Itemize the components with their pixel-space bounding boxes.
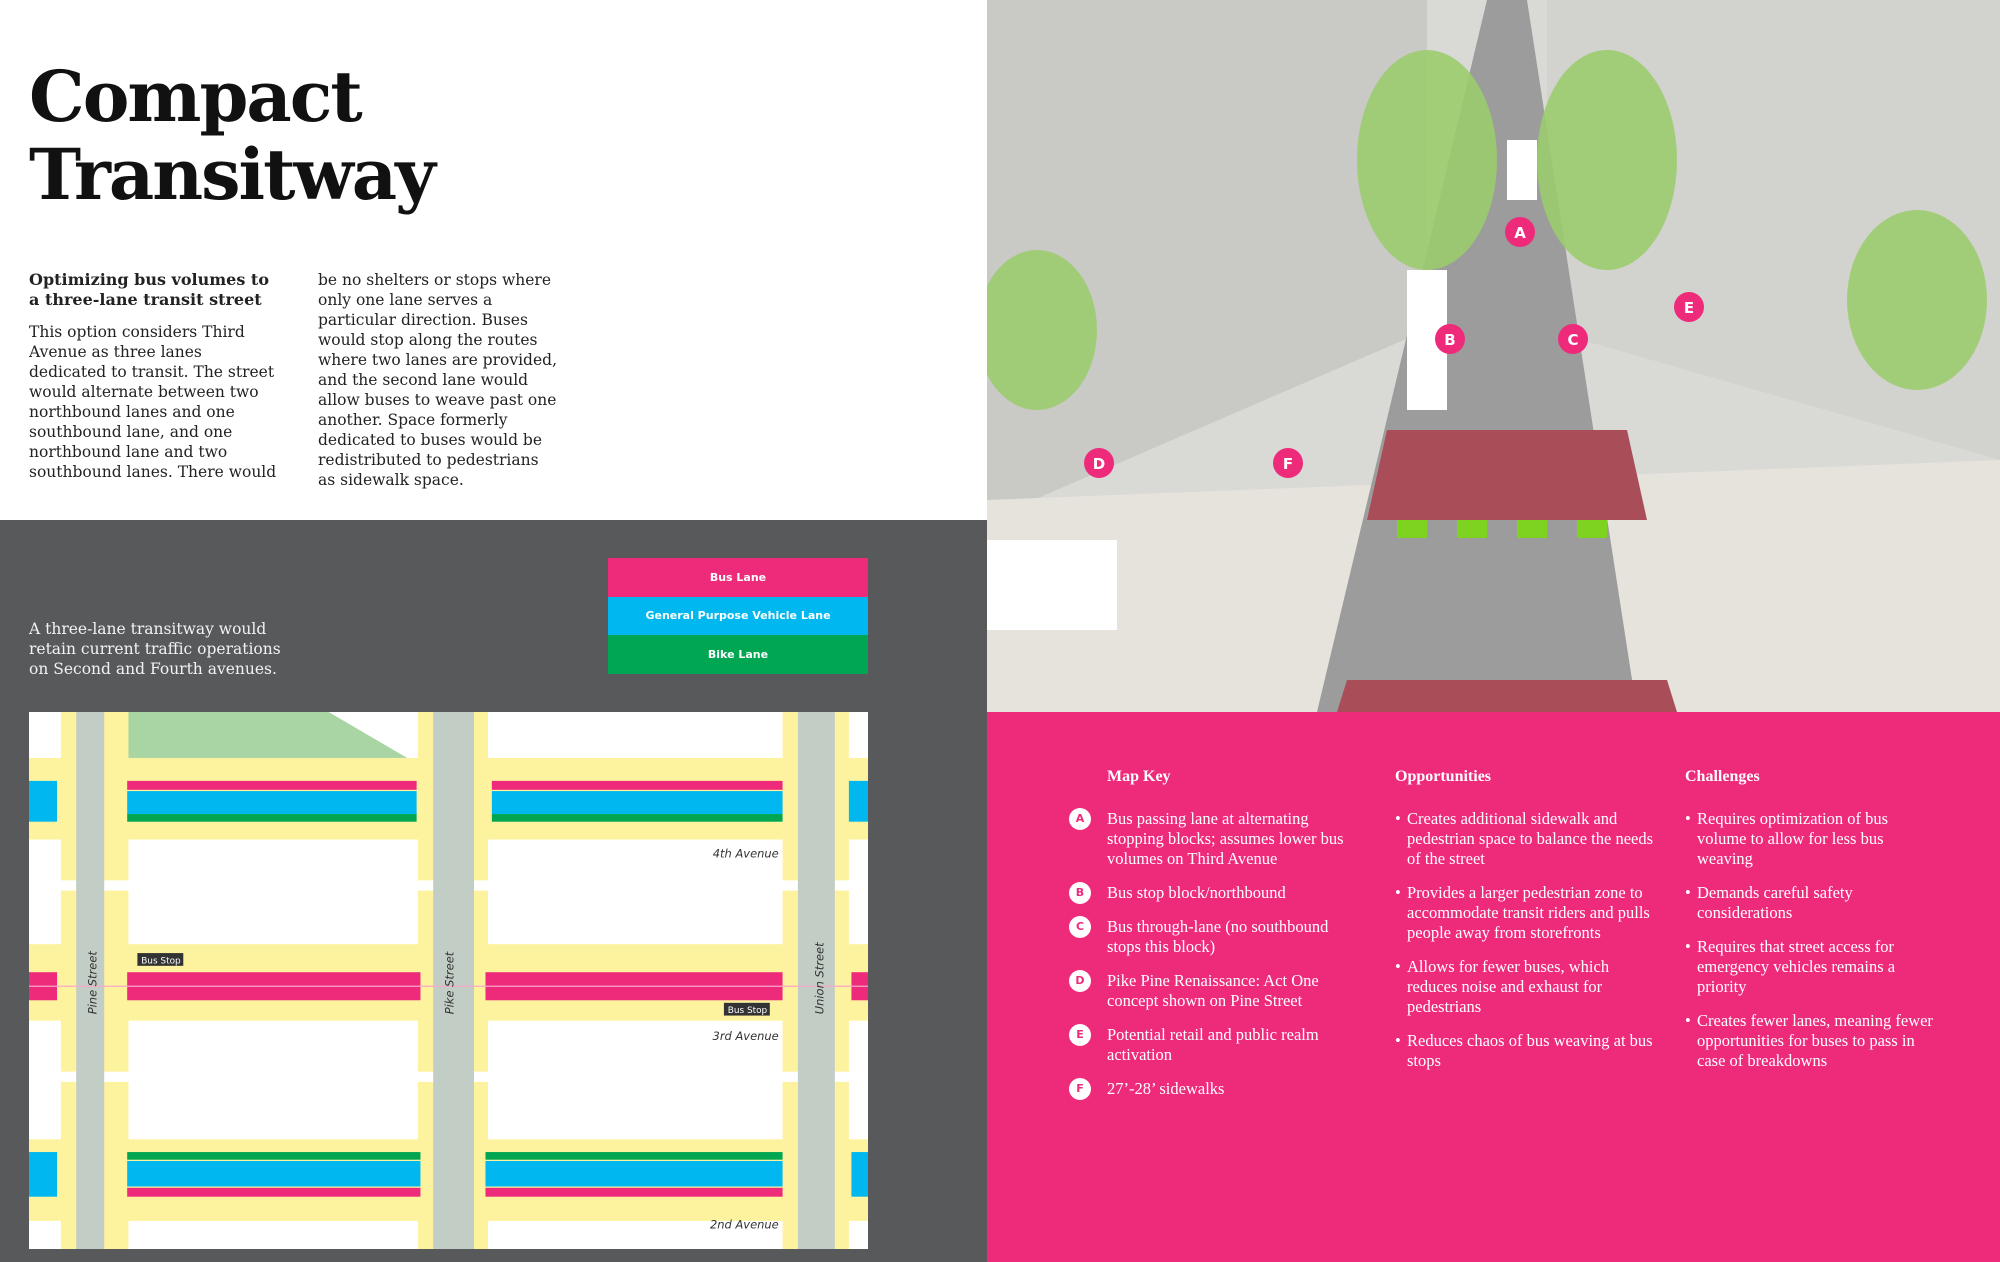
map-key-heading: Map Key — [1107, 768, 1171, 785]
badge-b: B — [1069, 882, 1091, 904]
map-key-item: D Pike Pine Renaissance: Act One concept … — [1069, 970, 1347, 1011]
challenge-item: Creates fewer lanes, meaning fewer oppor… — [1685, 1011, 1940, 1071]
marker-f: F — [1283, 455, 1293, 473]
title-line-1: Compact — [29, 55, 363, 138]
2nd-avenue-lanes — [29, 1152, 868, 1197]
opportunities: Opportunities Creates additional sidewal… — [1395, 767, 1655, 1085]
marker-d: D — [1093, 455, 1105, 473]
challenges-heading: Challenges — [1685, 768, 1760, 785]
map-key-text: Potential retail and public realm activa… — [1107, 1025, 1319, 1064]
legend-general-purpose-lane: General Purpose Vehicle Lane — [608, 596, 868, 635]
legend-bike-lane: Bike Lane — [608, 635, 868, 674]
intro-heading: Optimizing bus volumes to a three-lane t… — [29, 270, 269, 309]
map-key-text: Bus stop block/northbound — [1107, 883, 1286, 902]
marker-c: C — [1567, 331, 1578, 349]
marker-b: B — [1444, 331, 1455, 349]
challenge-item: Requires optimization of bus volume to a… — [1685, 809, 1940, 869]
intro-column-1: Optimizing bus volumes to a three-lane t… — [29, 270, 284, 482]
badge-d: D — [1069, 970, 1091, 992]
label-2nd-avenue: 2nd Avenue — [710, 1218, 779, 1232]
opportunity-item: Reduces chaos of bus weaving at bus stop… — [1395, 1031, 1655, 1071]
opportunity-item: Provides a larger pedestrian zone to acc… — [1395, 883, 1655, 943]
label-pike-street: Pike Street — [443, 951, 457, 1014]
map-key-item: B Bus stop block/northbound — [1069, 882, 1347, 904]
title-line-2: Transitway — [29, 133, 436, 216]
badge-a: A — [1069, 808, 1091, 830]
map-key-item: F 27’-28’ sidewalks — [1069, 1078, 1347, 1100]
map-key-text: Pike Pine Renaissance: Act One concept s… — [1107, 971, 1319, 1010]
3rd-avenue-lanes — [29, 972, 868, 1001]
legend-bus-lane: Bus Lane — [608, 558, 868, 597]
intro-body-1: This option considers Third Avenue as th… — [29, 323, 277, 481]
map-key: Map Key A Bus passing lane at alternating… — [1069, 767, 1347, 1113]
4th-avenue-lanes — [29, 780, 868, 822]
challenge-item: Requires that street access for emergenc… — [1685, 937, 1940, 997]
trees — [987, 50, 1987, 410]
map-key-item: E Potential retail and public realm activ… — [1069, 1024, 1347, 1065]
intro-column-2: be no shelters or stops where only one l… — [318, 270, 558, 490]
opportunity-item: Creates additional sidewalk and pedestri… — [1395, 809, 1655, 869]
intro-body-2: be no shelters or stops where only one l… — [318, 271, 557, 489]
left-buildings — [987, 0, 1427, 520]
opportunity-item: Allows for fewer buses, which reduces no… — [1395, 957, 1655, 1017]
crosswalk — [1367, 430, 1647, 520]
marker-e: E — [1684, 299, 1694, 317]
bus-stop-label-2: Bus Stop — [728, 1006, 768, 1016]
badge-f: F — [1069, 1078, 1091, 1100]
challenges: Challenges Requires optimization of bus … — [1685, 767, 1940, 1085]
map-key-text: 27’-28’ sidewalks — [1107, 1079, 1225, 1098]
map-key-text: Bus through-lane (no southbound stops th… — [1107, 917, 1329, 956]
challenge-item: Demands careful safety considerations — [1685, 883, 1940, 923]
map-key-item: C Bus through-lane (no southbound stops t… — [1069, 916, 1347, 957]
street-medians — [76, 712, 835, 1249]
map-key-text: Bus passing lane at alternating stopping… — [1107, 809, 1344, 868]
park-area — [99, 712, 412, 761]
label-3rd-avenue: 3rd Avenue — [713, 1029, 779, 1043]
label-4th-avenue: 4th Avenue — [713, 846, 779, 860]
label-union-street: Union Street — [812, 942, 826, 1014]
badge-e: E — [1069, 1024, 1091, 1046]
badge-c: C — [1069, 916, 1091, 938]
label-pine-street: Pine Street — [86, 951, 100, 1015]
key-panel: Map Key A Bus passing lane at alternating… — [987, 712, 2000, 1262]
map-legend: Bus Lane General Purpose Vehicle Lane Bi… — [608, 558, 868, 674]
bus-stop-label-1: Bus Stop — [141, 956, 181, 966]
opportunities-heading: Opportunities — [1395, 768, 1492, 785]
street-lane-map: 4th Avenue 3rd Avenue 2nd Avenue Pine St… — [29, 712, 868, 1249]
marker-a: A — [1514, 224, 1526, 242]
street-illustration: A B C D E F — [987, 0, 2000, 712]
illustration-markers: A B C D E F — [1084, 217, 1704, 478]
map-caption: A three-lane transitway would retain cur… — [29, 620, 281, 678]
map-key-item: A Bus passing lane at alternating stoppin… — [1069, 808, 1347, 869]
